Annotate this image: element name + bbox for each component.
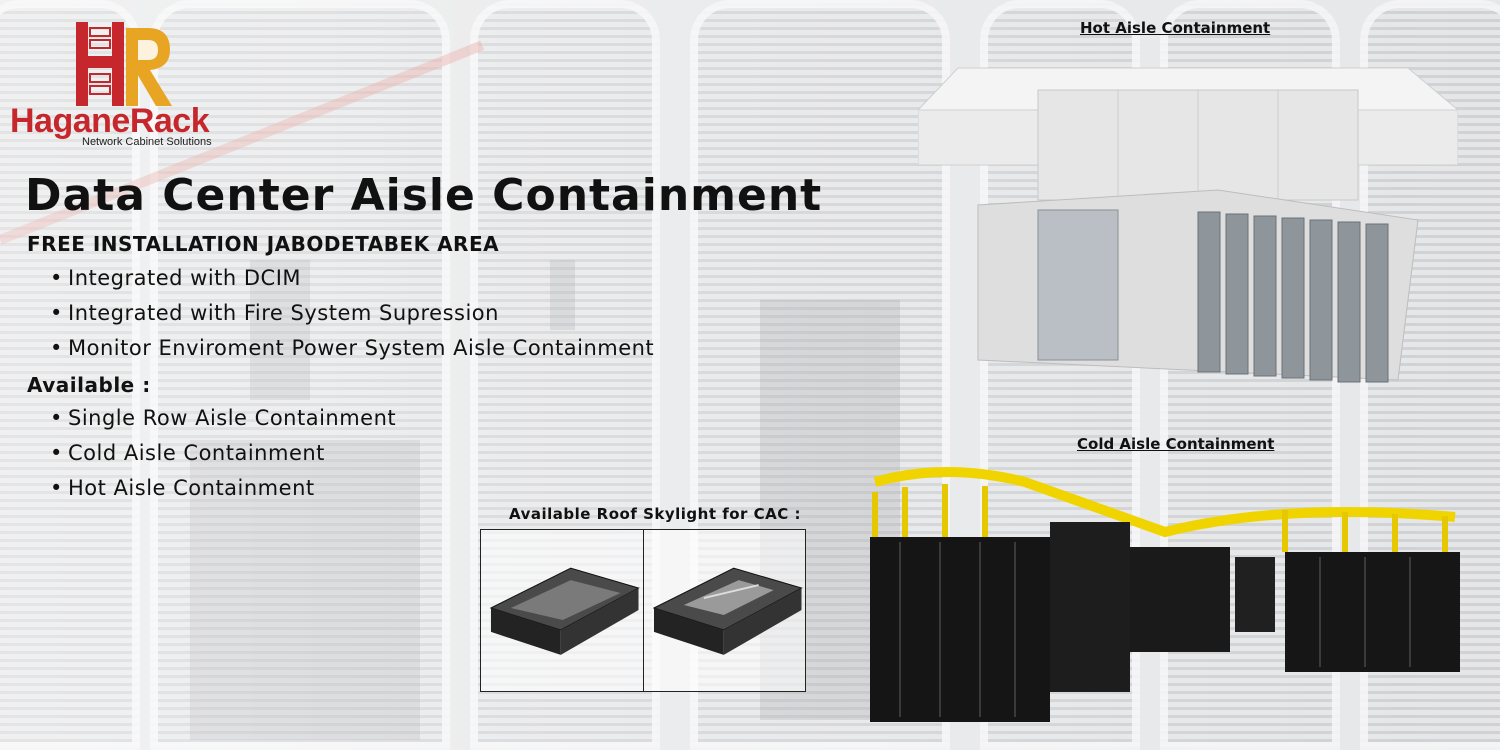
list-item: Integrated with DCIM [45, 261, 654, 296]
skylight-option [642, 530, 806, 691]
hot-aisle-caption: Hot Aisle Containment [1080, 19, 1271, 37]
feature-list: Integrated with DCIM Integrated with Fir… [45, 261, 654, 366]
list-item: Single Row Aisle Containment [45, 401, 396, 436]
brand-name: HaganeRack [10, 102, 210, 140]
list-item: Hot Aisle Containment [45, 471, 396, 506]
available-list: Single Row Aisle Containment Cold Aisle … [45, 401, 396, 506]
skylight-label: Available Roof Skylight for CAC : [509, 505, 802, 523]
roof-skylight-image [489, 567, 640, 655]
subheading: FREE INSTALLATION JABODETABEK AREA [27, 232, 500, 256]
cold-aisle-containment-image [870, 467, 1460, 722]
brand-tagline: Network Cabinet Solutions [82, 136, 212, 148]
hr-rack-logo-icon [76, 22, 172, 106]
cold-aisle-caption: Cold Aisle Containment [1077, 435, 1275, 453]
skylight-panel [480, 529, 806, 692]
list-item: Monitor Enviroment Power System Aisle Co… [45, 331, 654, 366]
hot-aisle-containment-image [918, 67, 1458, 383]
list-item: Cold Aisle Containment [45, 436, 396, 471]
list-item: Integrated with Fire System Supression [45, 296, 654, 331]
page-title: Data Center Aisle Containment [25, 170, 823, 221]
roof-skylight-image [652, 567, 803, 655]
available-label: Available : [27, 373, 151, 397]
skylight-option [481, 530, 643, 691]
brand-logo: HaganeRack Network Cabinet Solutions [10, 22, 250, 152]
